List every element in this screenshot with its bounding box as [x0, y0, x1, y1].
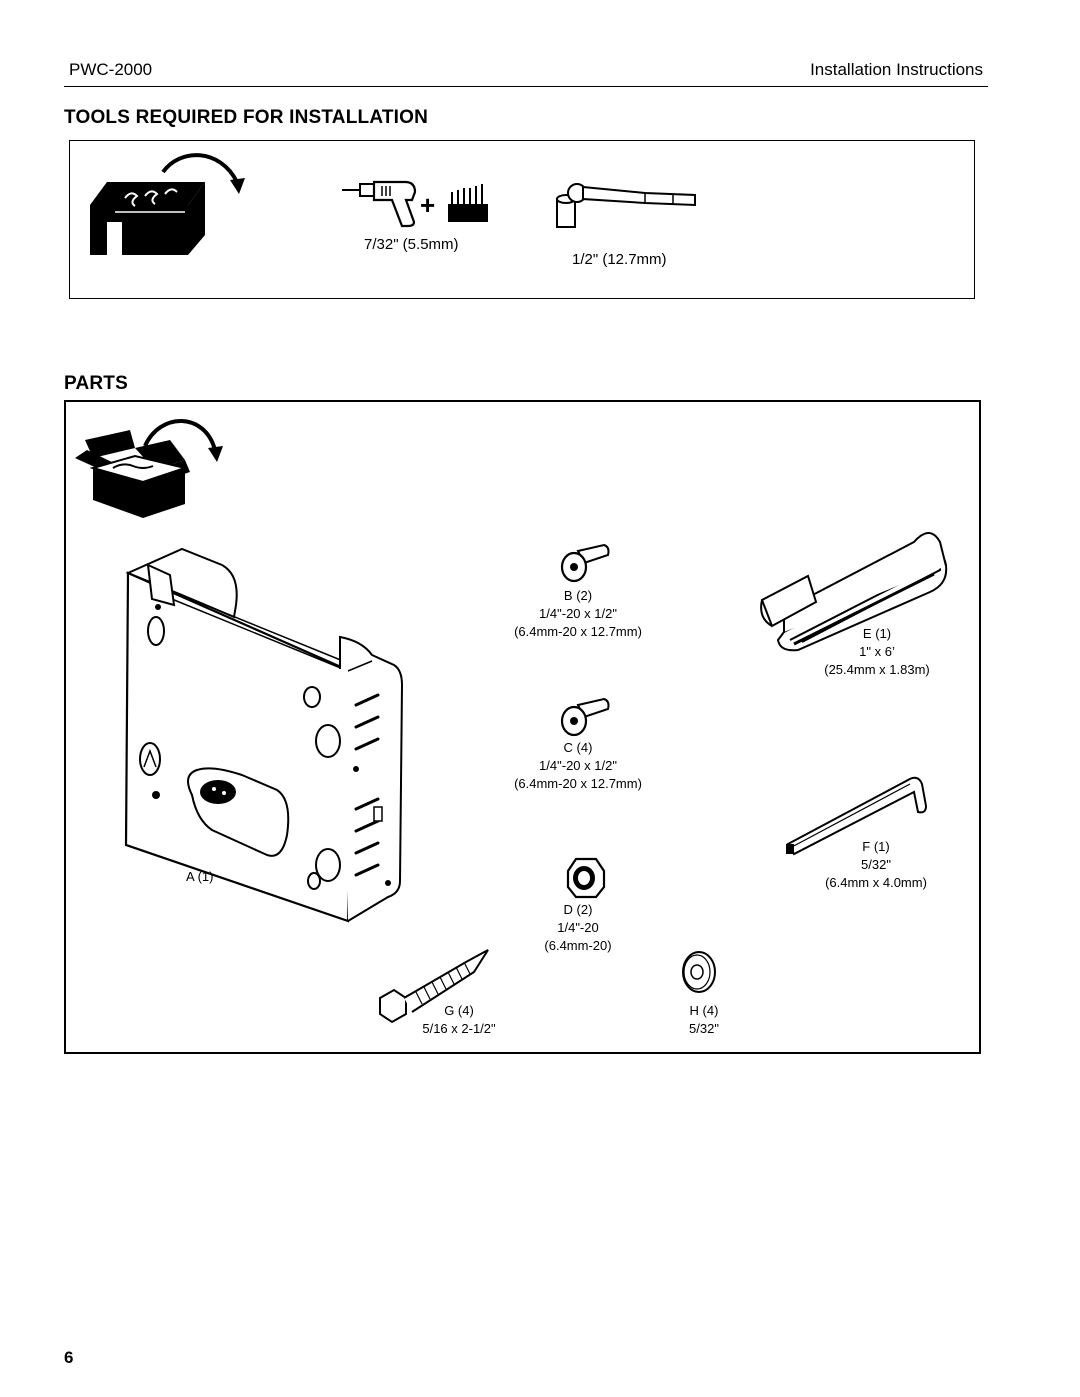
model-number: PWC-2000	[69, 60, 153, 79]
parts-panel	[64, 400, 981, 1054]
part-e-metric: (25.4mm x 1.83m)	[824, 662, 930, 677]
svg-text:+: +	[420, 190, 435, 220]
part-b-spec: 1/4"-20 x 1/2"	[539, 606, 617, 621]
part-d-metric: (6.4mm-20)	[544, 938, 612, 953]
toolbox-icon	[90, 153, 245, 255]
part-b-id: B (2)	[563, 588, 593, 603]
part-c-metric: (6.4mm-20 x 12.7mm)	[514, 776, 642, 791]
part-h-spec: 5/32"	[689, 1021, 719, 1036]
part-h-label: H (4) 5/32"	[676, 1002, 732, 1038]
drill-bit-size: 7/32" (5.5mm)	[364, 236, 459, 253]
part-b-metric: (6.4mm-20 x 12.7mm)	[514, 624, 642, 639]
socket-wrench-icon	[556, 183, 696, 228]
part-g-spec: 5/16 x 2-1/2"	[422, 1021, 496, 1036]
part-d-label: D (2) 1/4"-20 (6.4mm-20)	[508, 901, 648, 955]
part-b-label: B (2) 1/4"-20 x 1/2" (6.4mm-20 x 12.7mm)	[498, 587, 658, 641]
part-c-label: C (4) 1/4"-20 x 1/2" (6.4mm-20 x 12.7mm)	[498, 739, 658, 793]
document-title: Installation Instructions	[810, 60, 983, 79]
tools-panel	[69, 140, 975, 299]
part-e-strap	[760, 532, 948, 652]
part-d-nut	[566, 857, 606, 899]
parts-section-title: PARTS	[64, 373, 128, 394]
part-c-id: C (4)	[563, 740, 593, 755]
part-f-hex-key	[786, 776, 928, 856]
page-number: 6	[64, 1348, 74, 1367]
part-a-label: A (1)	[186, 869, 214, 884]
part-d-id: D (2)	[563, 902, 593, 917]
part-g-label: G (4) 5/16 x 2-1/2"	[405, 1002, 513, 1038]
part-c-spec: 1/4"-20 x 1/2"	[539, 758, 617, 773]
part-g-id: G (4)	[444, 1003, 474, 1018]
part-b-screw	[560, 543, 610, 583]
part-d-spec: 1/4"-20	[557, 920, 599, 935]
part-g-lag-bolt	[379, 949, 489, 1024]
part-f-id: F (1)	[862, 839, 890, 854]
part-f-label: F (1) 5/32" (6.4mm x 4.0mm)	[806, 838, 946, 892]
header-rule	[64, 86, 988, 87]
part-a-bracket	[124, 547, 404, 923]
part-f-metric: (6.4mm x 4.0mm)	[825, 875, 927, 890]
socket-size: 1/2" (12.7mm)	[572, 251, 667, 268]
drill-icon: +	[342, 180, 488, 228]
open-box-icon	[75, 419, 223, 518]
part-h-id: H (4)	[689, 1003, 719, 1018]
part-c-screw	[560, 697, 610, 737]
part-h-washer	[682, 951, 716, 993]
part-e-spec: 1" x 6’	[859, 644, 895, 659]
part-e-id: E (1)	[862, 626, 892, 641]
tools-section-title: TOOLS REQUIRED FOR INSTALLATION	[64, 107, 429, 128]
part-f-spec: 5/32"	[861, 857, 891, 872]
part-e-label: E (1) 1" x 6’ (25.4mm x 1.83m)	[812, 625, 942, 679]
